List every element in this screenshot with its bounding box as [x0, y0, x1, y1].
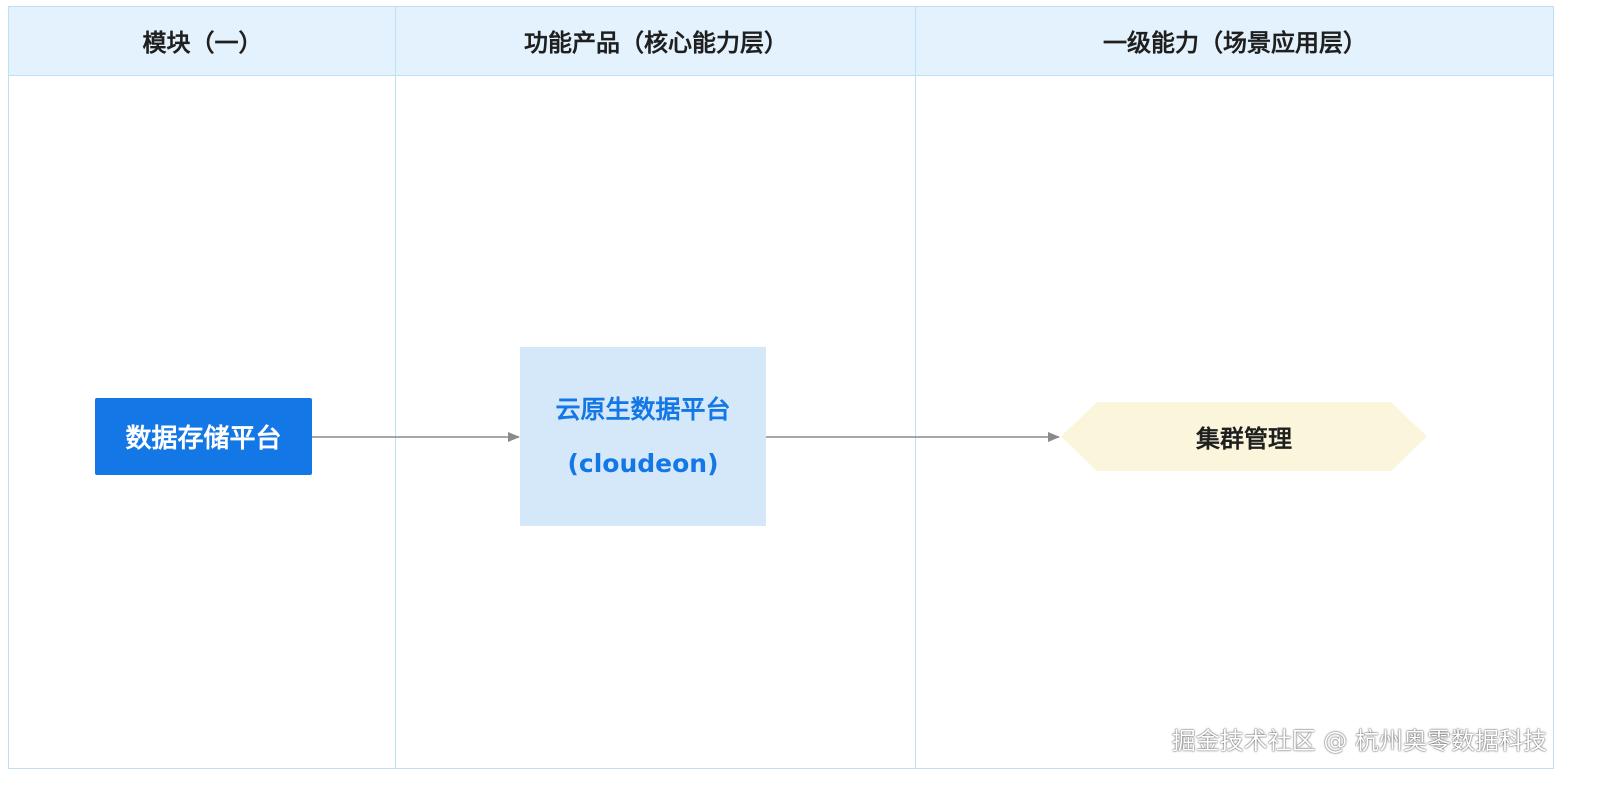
- node-cloud-native-platform: 云原生数据平台 (cloudeon): [520, 347, 766, 526]
- lane-header-module-label: 模块（一）: [142, 29, 263, 57]
- lane-header-module: 模块（一）: [8, 6, 396, 76]
- node-cluster-management-shape: [1061, 402, 1427, 471]
- watermark: 掘金技术社区 @ 杭州奥零数据科技: [1171, 727, 1547, 755]
- node-data-storage-platform: 数据存储平台: [95, 398, 312, 475]
- lane-header-scenario-label: 一级能力（场景应用层）: [1103, 29, 1367, 57]
- lane-header-core-capability: 功能产品（核心能力层）: [395, 6, 916, 76]
- lane-header-core-capability-label: 功能产品（核心能力层）: [524, 29, 788, 57]
- node-cluster-management: 集群管理: [1061, 402, 1427, 471]
- node-cluster-management-label: 集群管理: [1196, 425, 1292, 453]
- lane-header-scenario: 一级能力（场景应用层）: [915, 6, 1554, 76]
- node-cloud-native-platform-subtitle: (cloudeon): [567, 448, 719, 478]
- node-data-storage-platform-label: 数据存储平台: [125, 424, 282, 454]
- node-cloud-native-platform-title: 云原生数据平台: [555, 394, 731, 424]
- hexagon-shape: [1061, 402, 1427, 471]
